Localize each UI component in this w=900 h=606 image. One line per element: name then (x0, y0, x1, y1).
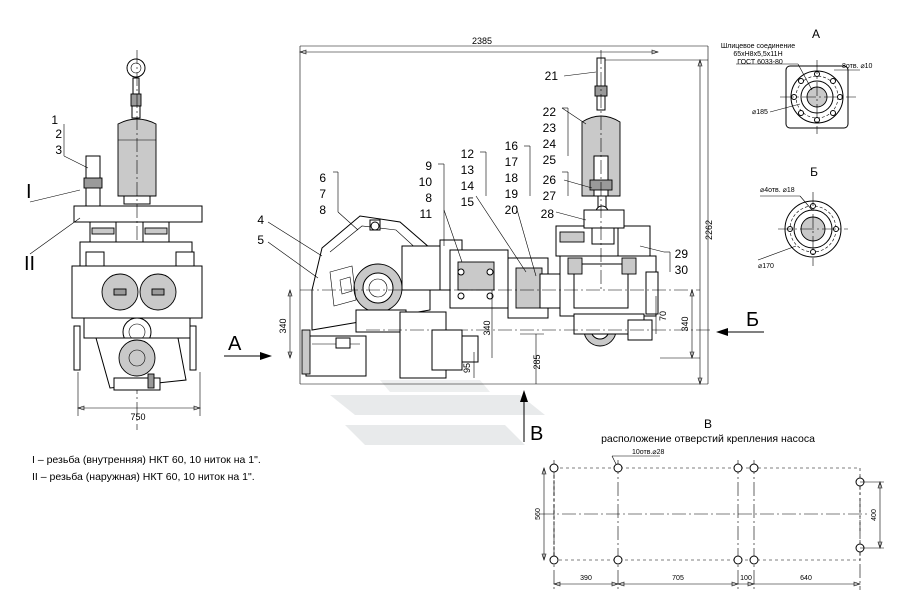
front-view (224, 45, 764, 442)
dim-285: 285 (532, 354, 542, 369)
part-number: 27 (543, 189, 557, 203)
side-view (29, 50, 203, 430)
view-a-spline: Шлицевое соединение (721, 43, 795, 50)
view-arrow-a-label: А (228, 333, 242, 355)
part-number: 10 (419, 175, 433, 189)
part-number: 2 (55, 127, 62, 141)
view-v-dim-705: 705 (672, 575, 684, 582)
note-thread-external: II – резьба (наружная) НКТ 60, 10 ниток … (32, 471, 255, 483)
part-number: 28 (541, 207, 555, 221)
view-a-diameter: ⌀185 (752, 109, 768, 116)
view-a-flange (736, 60, 860, 134)
part-number: 16 (505, 139, 519, 153)
thread-label-ii: II (24, 253, 35, 275)
part-number: 23 (543, 121, 557, 135)
view-b-flange (757, 192, 848, 266)
part-number: 21 (545, 69, 559, 83)
part-number: 26 (543, 173, 557, 187)
view-b-title: Б (810, 165, 818, 179)
part-number: 8 (425, 191, 432, 205)
view-v-caption: расположение отверстий крепления насоса (601, 433, 815, 445)
part-number: 22 (543, 105, 557, 119)
view-a-title: А (812, 27, 820, 41)
view-b-holes: ⌀4отв. ⌀18 (760, 187, 795, 194)
part-number: 5 (257, 233, 264, 247)
view-a-spline-spec: 65хН8х5,5х11Н (733, 51, 782, 58)
part-number: 24 (543, 137, 557, 151)
part-number: 17 (505, 155, 519, 169)
part-number: 9 (425, 159, 432, 173)
watermark-logo (330, 380, 545, 445)
view-v-dim-400: 400 (871, 509, 878, 521)
part-number: 8 (319, 203, 326, 217)
part-number: 1 (51, 113, 58, 127)
note-thread-internal: I – резьба (внутренняя) НКТ 60, 10 ниток… (32, 454, 261, 466)
dim-overall-height: 2262 (704, 220, 714, 240)
dim-70: 70 (658, 311, 668, 321)
dim-overall-length: 2385 (472, 36, 492, 46)
dim-outlet-height: 340 (680, 316, 690, 331)
view-arrow-b-label: Б (746, 309, 759, 331)
dim-340-middle: 340 (482, 320, 492, 335)
view-v-holes: 10отв.⌀28 (632, 449, 665, 456)
dim-inlet-height: 340 (278, 318, 288, 333)
view-a-holes: 8отв. ⌀10 (842, 63, 873, 70)
part-number: 18 (505, 171, 519, 185)
part-number: 19 (505, 187, 519, 201)
dim-95: 95 (462, 363, 472, 373)
part-number: 25 (543, 153, 557, 167)
view-v-title: В (704, 417, 712, 431)
view-v-dim-560: 560 (535, 508, 542, 520)
part-number: 11 (420, 207, 433, 221)
part-number: 13 (461, 163, 475, 177)
part-number: 14 (461, 179, 475, 193)
view-v-dim-640: 640 (800, 575, 812, 582)
view-arrow-v-label: В (530, 423, 543, 445)
view-v-dim-100: 100 (740, 575, 752, 582)
view-b-diameter: ⌀170 (758, 263, 774, 270)
view-v-dim-390: 390 (580, 575, 592, 582)
view-v-hole-layout (540, 455, 884, 590)
part-number: 4 (257, 213, 264, 227)
part-number: 7 (319, 187, 326, 201)
part-number: 15 (461, 195, 475, 209)
part-number: 20 (505, 203, 519, 217)
view-a-gost: ГОСТ 6033-80 (737, 59, 783, 66)
part-number: 29 (675, 247, 689, 261)
dim-side-width: 750 (130, 412, 145, 422)
part-number: 6 (319, 171, 326, 185)
part-number: 30 (675, 263, 689, 277)
part-number: 3 (55, 143, 62, 157)
thread-label-i: I (26, 181, 32, 203)
part-number: 12 (461, 147, 475, 161)
